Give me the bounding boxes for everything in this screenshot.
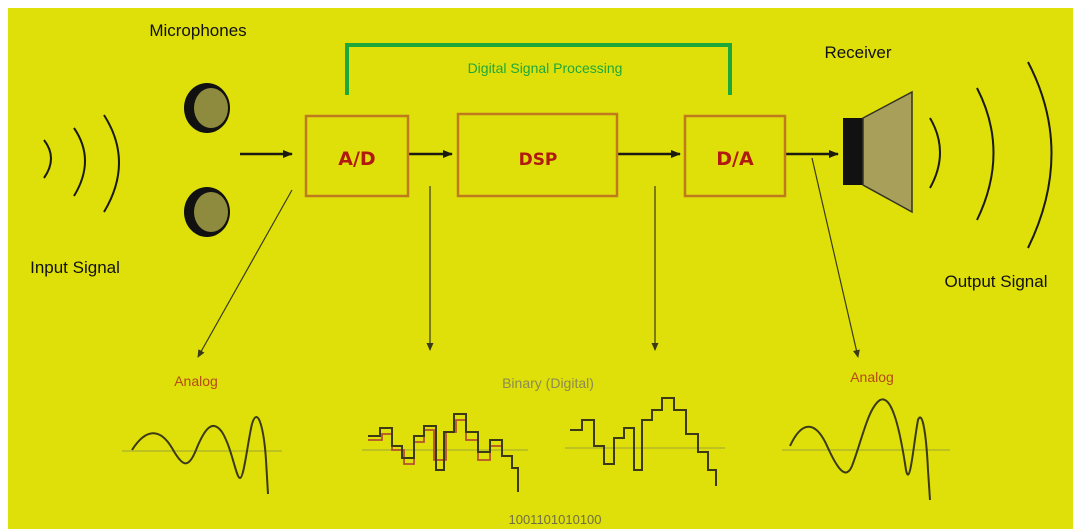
- arrow-to-analog-right: [811, 157, 860, 358]
- receiver-label: Receiver: [824, 43, 891, 62]
- da-block-label: D/A: [716, 148, 754, 170]
- input-signal-label: Input Signal: [30, 258, 120, 277]
- analog-input-waveform: [131, 416, 269, 495]
- microphone-icon: [184, 83, 230, 133]
- output-signal-label: Output Signal: [944, 272, 1047, 291]
- bitstream-label: 1001101010100: [508, 512, 601, 527]
- digital-waveform-right: [570, 397, 717, 486]
- ad-block-label: A/D: [338, 148, 375, 170]
- speaker-icon: [843, 90, 913, 214]
- dsp-bracket: [345, 43, 732, 95]
- ad-block: [304, 114, 410, 198]
- microphone-icon: [184, 187, 230, 237]
- arrow-to-analog-left: [197, 189, 293, 358]
- diagram-background: [8, 8, 1073, 529]
- microphones-label: Microphones: [149, 21, 246, 40]
- analog-left-label: Analog: [174, 373, 218, 389]
- input-sound-wave-icon: [43, 114, 120, 213]
- analog-right-label: Analog: [850, 369, 894, 385]
- dsp-block: [456, 112, 619, 198]
- dsp-group-label: Digital Signal Processing: [468, 60, 623, 76]
- digital-waveform-left: [368, 413, 519, 492]
- analog-output-waveform: [789, 398, 931, 501]
- output-sound-wave-icon: [929, 61, 1053, 249]
- binary-digital-label: Binary (Digital): [502, 375, 594, 391]
- dsp-block-label: DSP: [519, 150, 558, 170]
- da-block: [683, 114, 787, 198]
